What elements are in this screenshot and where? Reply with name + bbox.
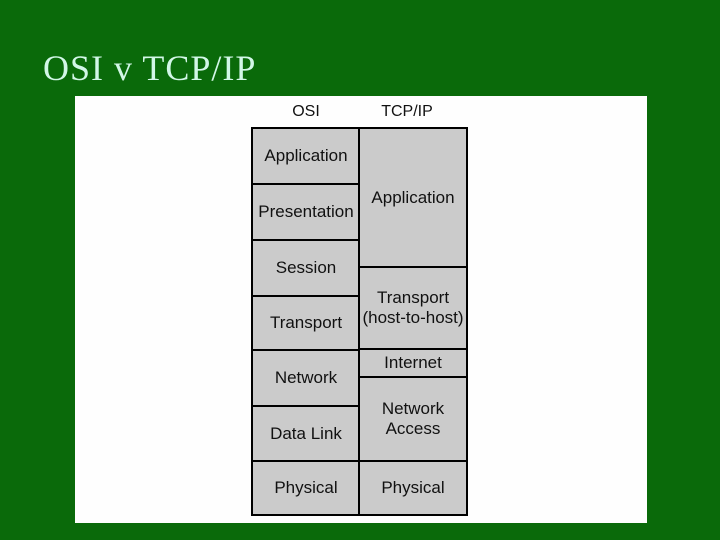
osi-layer-presentation: Presentation xyxy=(253,185,359,241)
tcpip-layer-application: Application xyxy=(360,129,466,268)
tcpip-layer-network-access: Network Access xyxy=(360,378,466,462)
osi-layer-data-link: Data Link xyxy=(253,407,359,462)
tcpip-layer-physical: Physical xyxy=(360,462,466,514)
osi-layer-transport: Transport xyxy=(253,297,359,351)
tcpip-column: Application Transport (host-to-host) Int… xyxy=(358,127,468,516)
osi-column: Application Presentation Session Transpo… xyxy=(251,127,361,516)
osi-layer-physical: Physical xyxy=(253,462,359,514)
osi-layer-application: Application xyxy=(253,129,359,185)
slide-title: OSI v TCP/IP xyxy=(43,48,257,88)
tcpip-layer-transport: Transport (host-to-host) xyxy=(360,268,466,350)
osi-layer-network: Network xyxy=(253,351,359,407)
osi-layer-session: Session xyxy=(253,241,359,297)
tcpip-layer-internet: Internet xyxy=(360,350,466,378)
column-header-tcpip: TCP/IP xyxy=(381,103,433,120)
column-header-osi: OSI xyxy=(292,103,320,120)
